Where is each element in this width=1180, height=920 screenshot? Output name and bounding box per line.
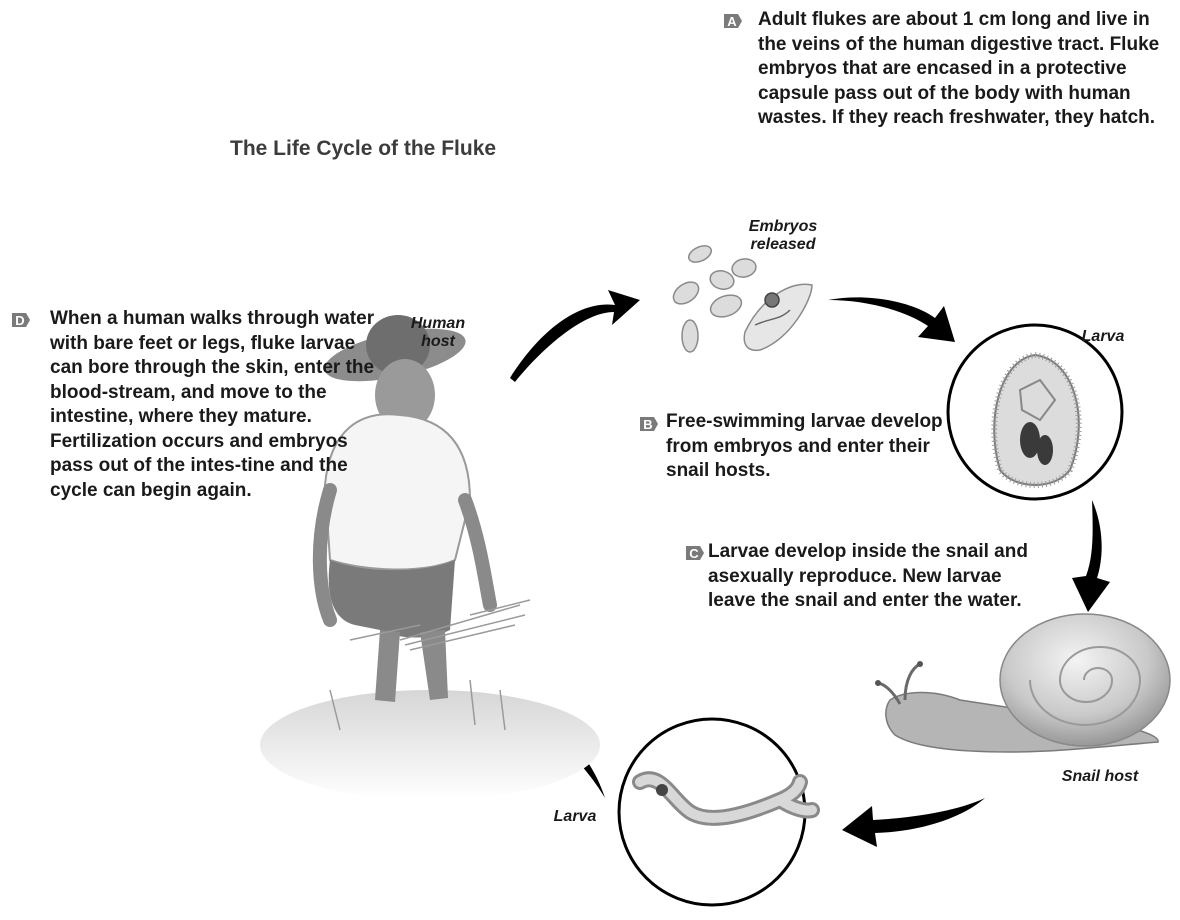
label-snail-host: Snail host <box>1050 768 1150 786</box>
step-a-text: Adult flukes are about 1 cm long and liv… <box>758 8 1176 131</box>
arrow-human-to-embryos <box>510 290 640 382</box>
svg-text:A: A <box>727 14 737 29</box>
larva-cercaria-circle <box>619 719 812 905</box>
svg-text:B: B <box>643 417 652 432</box>
svg-text:C: C <box>689 546 699 561</box>
snail-drawing <box>875 614 1170 752</box>
step-c-text: Larvae develop inside the snail and asex… <box>708 540 1038 614</box>
larva-miracidium-circle <box>948 325 1122 499</box>
label-embryos-released: Embryos released <box>740 218 826 254</box>
marker-d-icon: D <box>10 309 32 331</box>
svg-text:D: D <box>15 313 24 328</box>
marker-c-icon: C <box>684 542 706 564</box>
label-human-host: Human host <box>398 315 478 351</box>
embryos-drawing <box>669 243 812 352</box>
step-d-text: When a human walks through water with ba… <box>50 307 380 503</box>
label-larva-top: Larva <box>1068 328 1138 346</box>
arrow-snail-to-larva <box>842 798 985 847</box>
diagram-title: The Life Cycle of the Fluke <box>230 137 496 161</box>
step-b-text: Free-swimming larvae develop from embryo… <box>666 410 956 484</box>
arrow-larva-to-snail <box>1072 500 1110 612</box>
arrow-embryos-to-larva <box>828 297 955 342</box>
marker-a-icon: A <box>722 10 744 32</box>
label-larva-bottom: Larva <box>540 808 610 826</box>
marker-b-icon: B <box>638 413 660 435</box>
